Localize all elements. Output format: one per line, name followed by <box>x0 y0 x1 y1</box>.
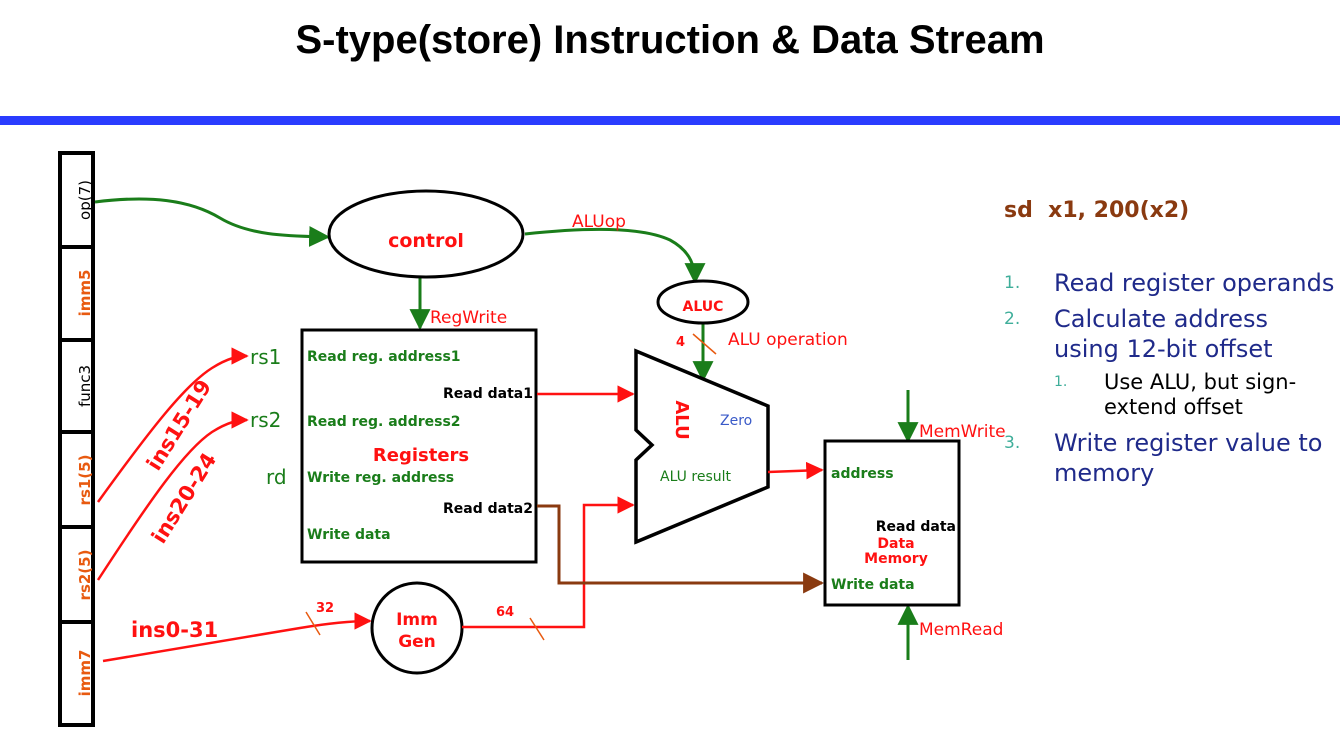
registers-block <box>300 328 538 564</box>
reg-write-data-label: Write data <box>307 527 391 543</box>
alu-unit <box>634 348 770 545</box>
rd-label: rd <box>266 465 287 489</box>
step-text: Write register value to memory <box>1054 429 1323 487</box>
instruction-format-column: op(7) imm5 func3 rs1(5) rs2(5) imm7 <box>58 151 95 727</box>
field-rs2: rs2(5) <box>76 550 94 601</box>
ins0-31-label: ins0-31 <box>131 618 218 642</box>
aluop-label: ALUop <box>572 212 626 232</box>
aluop-wire <box>524 227 706 285</box>
opcode-to-control-wire <box>94 197 331 247</box>
reg-read-data2-label: Read data2 <box>443 501 533 517</box>
memory-title-line1: Data <box>877 536 914 552</box>
step-item: 1. Read register operands <box>1004 268 1340 298</box>
bus-width-64: 64 <box>496 605 514 620</box>
imm-to-alu-wire <box>462 496 635 629</box>
imm-gen-line1: Imm <box>396 610 438 630</box>
rs1-label: rs1 <box>250 345 281 369</box>
reg-write-addr-label: Write reg. address <box>307 470 454 486</box>
field-imm7: imm7 <box>76 650 94 697</box>
reg-read-addr1-label: Read reg. address1 <box>307 349 461 365</box>
imm-gen-line2: Gen <box>398 632 436 652</box>
bus-slash-64 <box>529 617 545 641</box>
alu-operation-label: ALU operation <box>728 330 848 350</box>
field-imm5: imm5 <box>76 270 94 317</box>
alu-result-to-address-wire <box>767 461 824 480</box>
step-text: Read register operands <box>1054 269 1335 297</box>
regwrite-label: RegWrite <box>430 308 507 328</box>
rs2-label: rs2 <box>250 408 281 432</box>
reg-read-addr2-label: Read reg. address2 <box>307 414 461 430</box>
memory-address-label: address <box>831 466 894 482</box>
step-number: 2. <box>1004 309 1021 329</box>
registers-title: Registers <box>373 445 469 466</box>
alu-result-label: ALU result <box>660 469 731 485</box>
step-text: Calculate address using 12-bit offset <box>1054 305 1273 363</box>
memread-label: MemRead <box>919 620 1003 640</box>
steps-list: 1. Read register operands 2. Calculate a… <box>1004 268 1340 494</box>
step-number: 3. <box>1004 433 1021 453</box>
reg-read-data1-label: Read data1 <box>443 386 533 402</box>
ins20-24-wire <box>96 411 249 581</box>
ins15-19-wire <box>96 347 249 503</box>
memory-write-data-label: Write data <box>831 577 915 593</box>
sub-step-text: Use ALU, but sign-extend offset <box>1104 370 1297 419</box>
memwrite-label: MemWrite <box>919 422 1006 442</box>
control-label: control <box>388 230 464 252</box>
alu-op-bus-slash <box>692 333 717 355</box>
instruction-example: sd x1, 200(x2) <box>1004 198 1190 223</box>
read-data2-to-memory-wire <box>537 504 825 594</box>
sub-step-item: 1. Use ALU, but sign-extend offset <box>1004 370 1340 420</box>
ins0-31-wire <box>102 612 372 663</box>
control-unit <box>327 189 525 279</box>
memory-title-line2: Memory <box>864 551 928 567</box>
field-rs1: rs1(5) <box>76 455 94 506</box>
step-item: 2. Calculate address using 12-bit offset <box>1004 304 1340 364</box>
title-divider-bar <box>0 116 1340 125</box>
alu-label: ALU <box>671 400 692 439</box>
alu-control-unit <box>656 279 750 325</box>
step-item: 3. Write register value to memory <box>1004 428 1340 488</box>
data-memory-block <box>823 439 961 607</box>
memory-read-data-label: Read data <box>876 519 956 535</box>
field-func3: func3 <box>76 365 94 407</box>
aluc-label: ALUC <box>683 299 724 315</box>
alu-zero-label: Zero <box>720 413 752 429</box>
step-number: 1. <box>1004 273 1021 293</box>
bus-width-32: 32 <box>316 601 334 616</box>
alu-op-bus-width: 4 <box>676 335 685 350</box>
page-title: S-type(store) Instruction & Data Stream <box>295 18 1045 62</box>
sub-step-number: 1. <box>1054 374 1068 390</box>
bus-slash-32 <box>305 611 321 636</box>
field-op: op(7) <box>76 180 94 220</box>
